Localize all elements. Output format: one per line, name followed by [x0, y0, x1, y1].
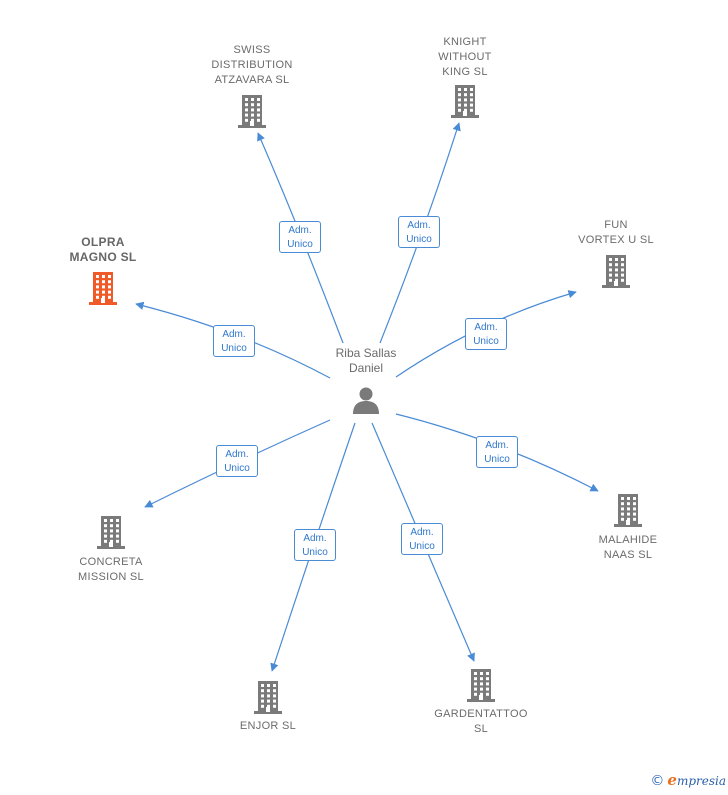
brand-logo-text: mpresia: [676, 774, 726, 788]
building-icon[interactable]: [466, 668, 496, 707]
building-icon[interactable]: [450, 84, 480, 123]
role-label-concreta: Adm. Unico: [216, 445, 258, 477]
role-label-swiss: Adm. Unico: [279, 221, 321, 253]
building-icon[interactable]: [601, 254, 631, 293]
company-name-knight[interactable]: KNIGHT WITHOUT KING SL: [438, 36, 492, 78]
person-name: Riba Sallas Daniel: [335, 346, 397, 375]
role-label-fun: Adm. Unico: [465, 318, 507, 350]
company-name-malahide[interactable]: MALAHIDE NAAS SL: [598, 534, 658, 561]
role-label-knight: Adm. Unico: [398, 216, 440, 248]
building-icon[interactable]: [88, 271, 118, 310]
role-label-olpra: Adm. Unico: [213, 325, 255, 357]
role-label-enjor: Adm. Unico: [294, 529, 336, 561]
company-name-olpra[interactable]: OLPRA MAGNO SL: [69, 235, 137, 264]
building-icon[interactable]: [613, 493, 643, 532]
company-name-swiss[interactable]: SWISS DISTRIBUTION ATZAVARA SL: [211, 44, 293, 86]
brand-footer: ©empresia: [650, 771, 726, 789]
copyright-icon: ©: [650, 773, 665, 789]
brand-logo-initial: e: [667, 771, 677, 789]
role-label-malahide: Adm. Unico: [476, 436, 518, 468]
building-icon[interactable]: [237, 94, 267, 133]
building-icon[interactable]: [253, 680, 283, 719]
company-name-gardentattoo[interactable]: GARDENTATTOO SL: [434, 708, 528, 735]
company-name-enjor[interactable]: ENJOR SL: [239, 720, 297, 732]
company-name-fun[interactable]: FUN VORTEX U SL: [578, 219, 654, 246]
building-icon[interactable]: [96, 515, 126, 554]
person-icon[interactable]: [351, 385, 381, 420]
company-name-concreta[interactable]: CONCRETA MISSION SL: [78, 556, 144, 583]
role-label-gardentattoo: Adm. Unico: [401, 523, 443, 555]
